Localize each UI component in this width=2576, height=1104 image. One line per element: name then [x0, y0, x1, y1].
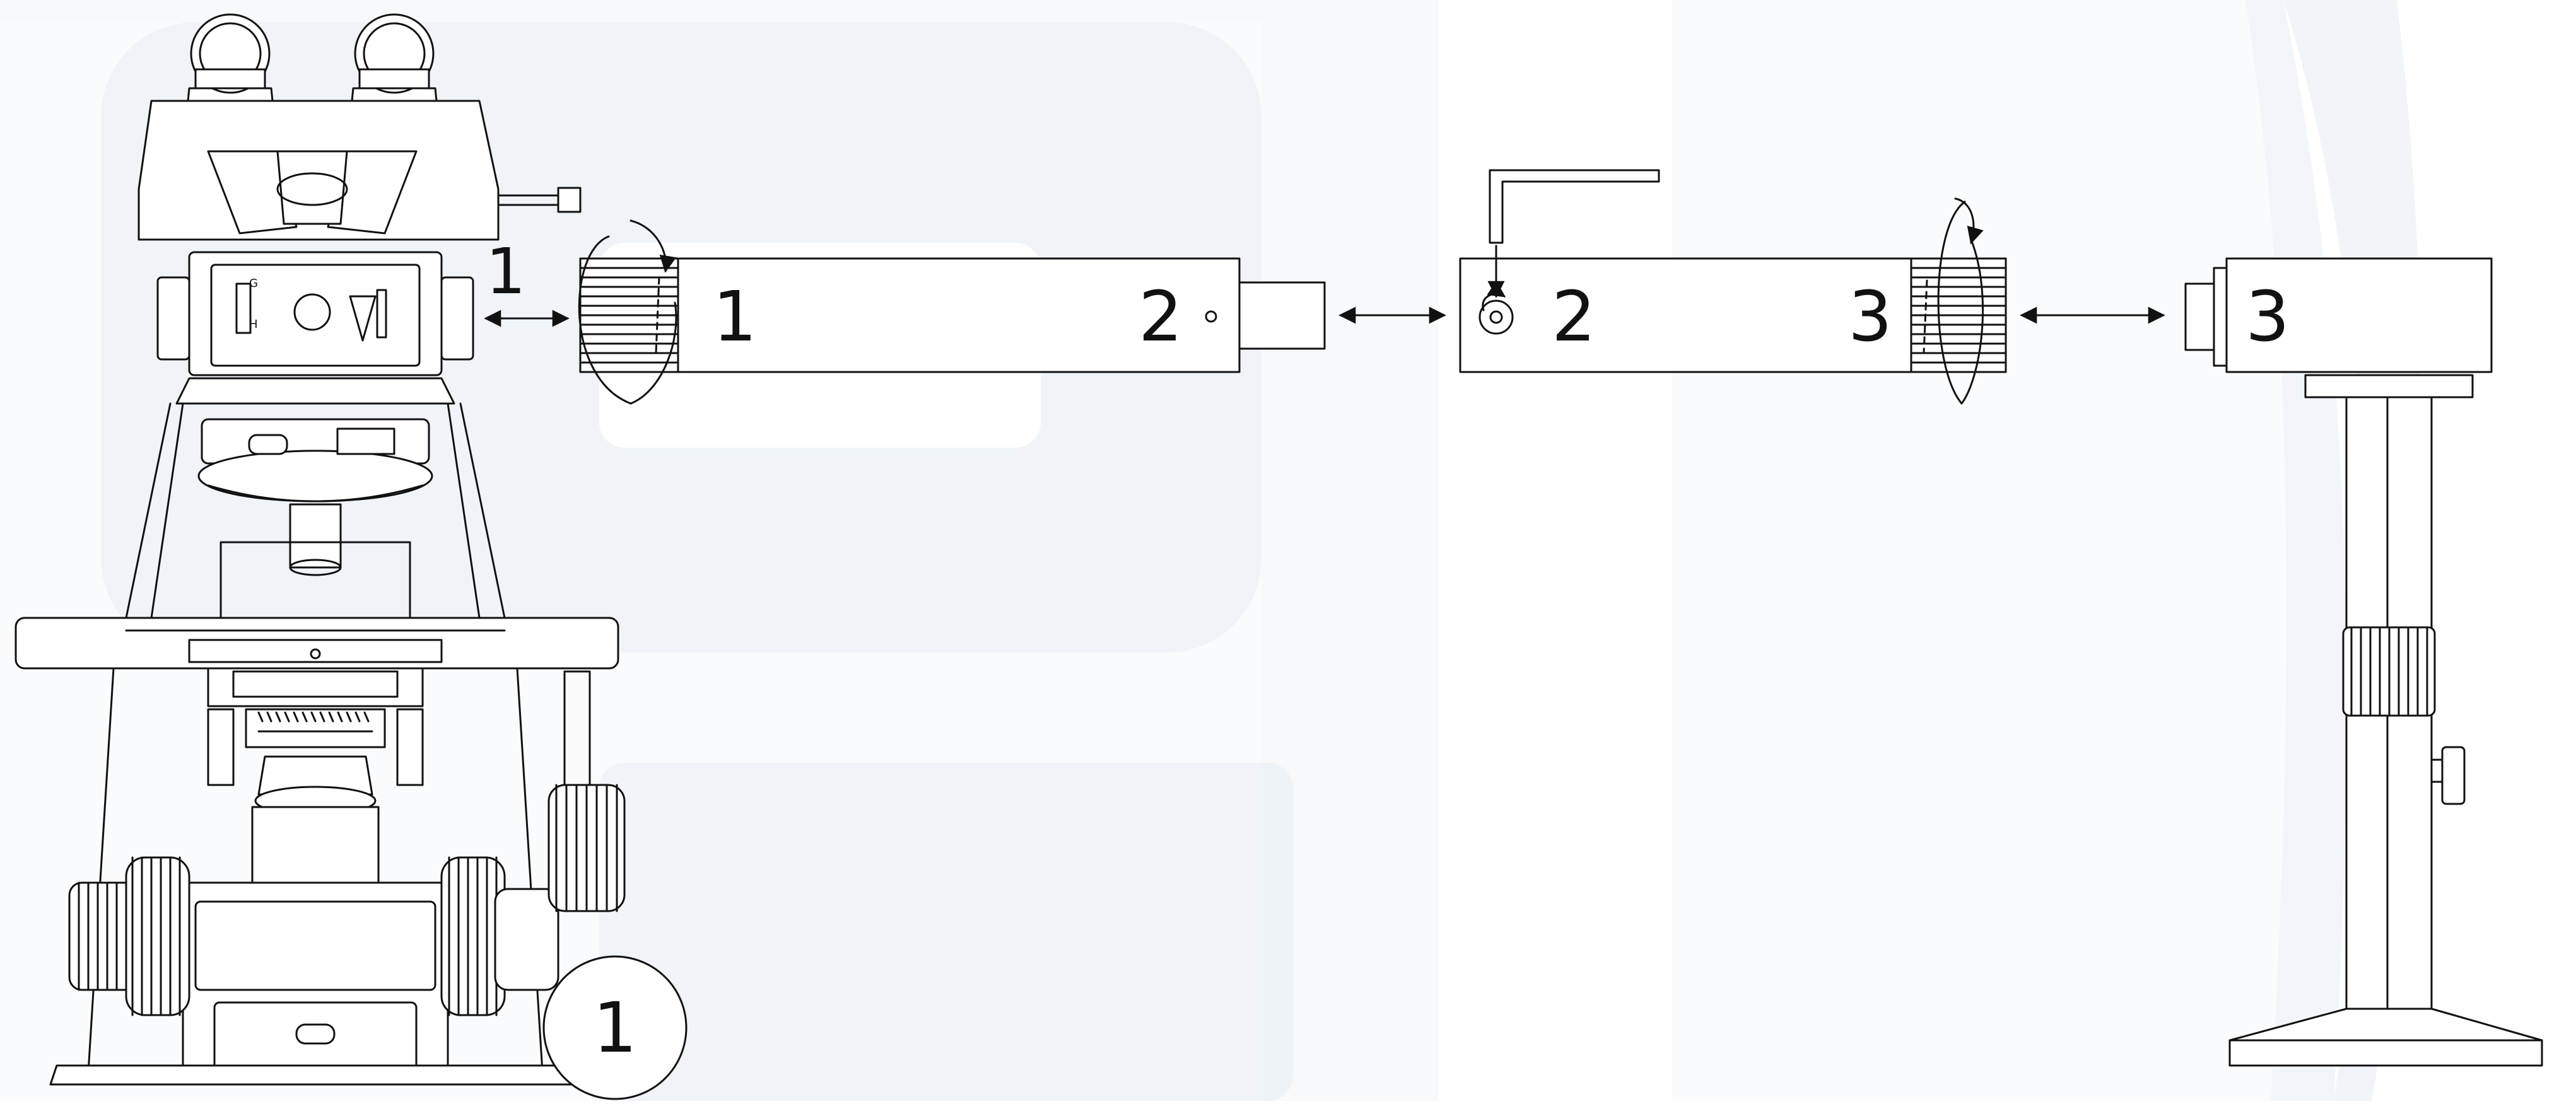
- extension-tube-b: 2 3: [1459, 169, 2007, 405]
- focus-knob-left: [68, 856, 190, 1016]
- filter-mark-top: G: [249, 277, 258, 290]
- rotate-arrow-b: [1937, 200, 1984, 405]
- label-tube-a-left: 1: [713, 276, 757, 357]
- support-stand: 3: [2184, 257, 2543, 1067]
- label-tube-b-right: 3: [1848, 276, 1892, 357]
- set-screw: [1478, 299, 1514, 335]
- circled-step-number: 1: [593, 987, 637, 1068]
- label-microscope-port: 1: [486, 235, 526, 308]
- focus-knob-right: [440, 856, 559, 1016]
- label-tube-a-right: 2: [1139, 276, 1183, 357]
- extension-tube-a: 1 2: [578, 219, 1326, 405]
- label-tube-b-left: 2: [1552, 276, 1596, 357]
- rotate-arrow-a: [578, 235, 677, 405]
- intermediate-attachment: [188, 251, 443, 376]
- stage-control-knob: [547, 670, 626, 912]
- circled-step-badge: 1: [542, 955, 688, 1100]
- label-stand-head: 3: [2245, 276, 2290, 357]
- microscope: G H: [15, 13, 688, 1100]
- hex-key-icon: [1489, 169, 1660, 244]
- filter-mark-bottom: H: [249, 318, 258, 331]
